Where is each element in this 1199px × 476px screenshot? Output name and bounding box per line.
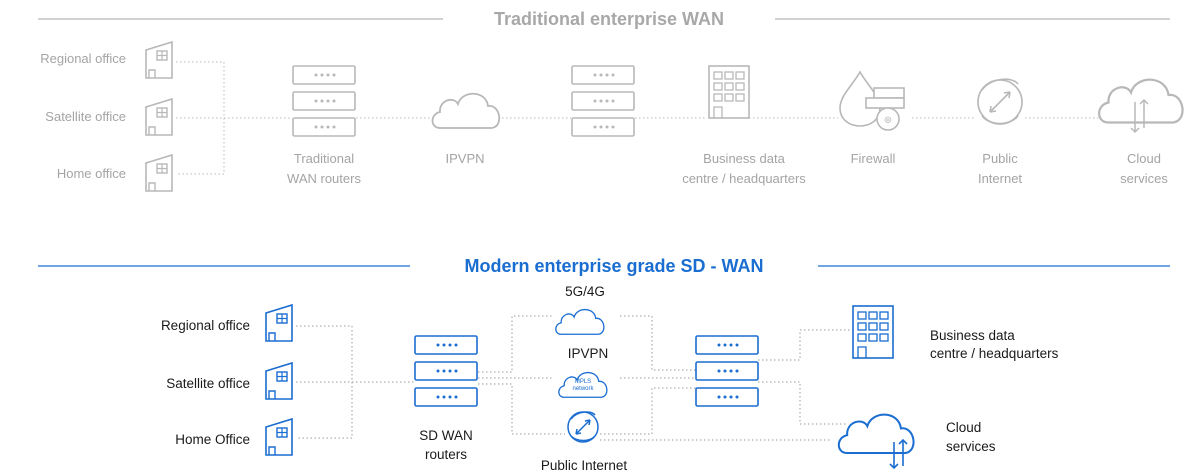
trad-cloud-label-2: services [1120,171,1168,186]
modern-datacentre-label-1: Business data [930,328,1015,343]
trad-home-house-icon [145,154,173,192]
trad-regional-office-label: Regional office [40,51,126,66]
mpls-label-2: network [572,386,594,392]
trad-datacentre-label-2: centre / headquarters [682,171,806,186]
trad-routers-label-2: WAN routers [287,171,361,186]
trad-datacentre-label-1: Business data [703,151,785,166]
traditional-title: Traditional enterprise WAN [494,9,724,29]
trad-ipvpn-label: IPVPN [445,151,484,166]
modern-internet-label: Public Internet [541,458,628,473]
trad-hq-routers-icon [571,65,635,137]
fiveg-label: 5G/4G [565,284,605,299]
firewall-icon: ⊛ [839,70,905,131]
modern-ipvpn-label: IPVPN [568,346,609,361]
fiveg-cloud-icon [555,308,605,335]
modern-home-office-label: Home Office [175,432,250,447]
trad-datacentre-building-icon [708,65,750,119]
modern-connectors [296,315,852,441]
modern-satellite-office-label: Satellite office [166,376,250,391]
modern-internet-globe-icon [567,411,599,443]
modern-section: Modern enterprise grade SD - WAN Regiona… [38,256,1170,473]
trad-home-office-label: Home office [57,166,126,181]
trad-satellite-house-icon [145,98,173,136]
modern-hq-routers-icon [695,335,759,407]
trad-cloud-arrows-icon [1130,98,1149,134]
trad-connectors [176,61,1098,175]
modern-cloud-label-2: services [946,439,996,454]
sdwan-routers-icon [414,335,478,407]
modern-title: Modern enterprise grade SD - WAN [464,256,763,276]
trad-routers-label-1: Traditional [294,151,354,166]
modern-satellite-house-icon [265,362,293,400]
firewall-label: Firewall [851,151,896,166]
traditional-section: Traditional enterprise WAN Regional offi… [38,9,1184,192]
trad-routers-icon [292,65,356,137]
modern-datacentre-building-icon [852,305,894,359]
trad-cloud-services-icon [1098,78,1184,124]
modern-datacentre-label-2: centre / headquarters [930,346,1059,361]
trad-internet-label-2: Internet [978,171,1022,186]
trad-cloud-label-1: Cloud [1127,151,1161,166]
modern-home-house-icon [265,418,293,456]
trad-satellite-office-label: Satellite office [45,109,126,124]
trad-regional-house-icon [145,41,173,79]
sdwan-routers-label-2: routers [425,447,467,462]
sdwan-routers-label-1: SD WAN [419,428,473,443]
modern-cloud-label-1: Cloud [946,420,981,435]
trad-ipvpn-cloud-icon [431,92,501,129]
trad-internet-globe-icon [977,78,1023,125]
modern-regional-house-icon [265,304,293,342]
svg-text:⊛: ⊛ [884,115,892,126]
modern-cloud-arrows-icon [889,438,908,470]
trad-internet-label-1: Public [982,151,1018,166]
modern-regional-office-label: Regional office [161,318,250,333]
mpls-label-1: MPLS [575,379,591,385]
